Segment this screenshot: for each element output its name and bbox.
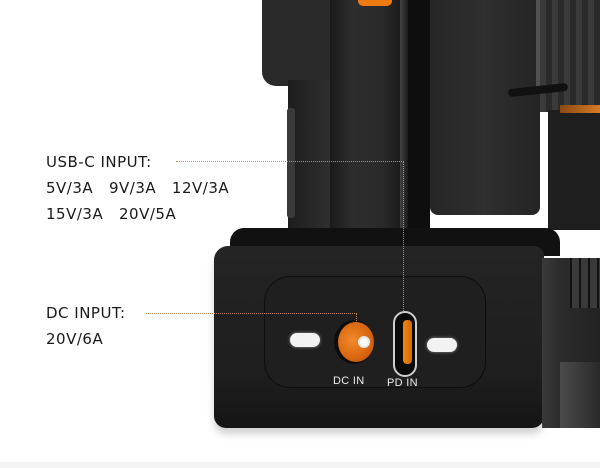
usb-c-leader-line-horizontal — [176, 161, 404, 162]
center-column — [330, 0, 405, 250]
usb-c-input-title: USB-C INPUT: — [46, 153, 152, 171]
dc-in-label: DC IN — [333, 375, 365, 387]
usb-c-specs-line-2: 15V/3A 20V/5A — [46, 205, 177, 223]
dc-barrel-jack-pin — [358, 336, 370, 348]
battery-plate-right — [430, 0, 540, 215]
led-indicator-right-icon — [427, 338, 457, 352]
battery-side-edge — [287, 108, 295, 218]
led-indicator-left-icon — [290, 333, 320, 347]
mount-rail-ribs — [540, 0, 600, 112]
port-panel — [264, 276, 486, 388]
charger-base-foot — [560, 362, 600, 428]
orange-release-tab — [358, 0, 392, 6]
dc-input-title: DC INPUT: — [46, 304, 126, 322]
bottom-strip — [0, 462, 600, 468]
orange-accent-strip — [560, 105, 600, 113]
usb-c-port-tongue — [403, 320, 412, 364]
column-gap — [408, 0, 430, 250]
dc-specs-line-1: 20V/6A — [46, 330, 104, 348]
dc-leader-line-horizontal — [146, 313, 357, 314]
charger-base-vents — [570, 258, 600, 308]
usb-c-leader-line-vertical — [403, 161, 404, 311]
usb-c-specs-line-1: 5V/3A 9V/3A 12V/3A — [46, 179, 230, 197]
dc-leader-line-vertical — [356, 313, 357, 323]
center-column-highlight — [400, 0, 408, 250]
mount-rail-lower — [548, 110, 600, 230]
pd-in-label: PD IN — [387, 377, 418, 389]
